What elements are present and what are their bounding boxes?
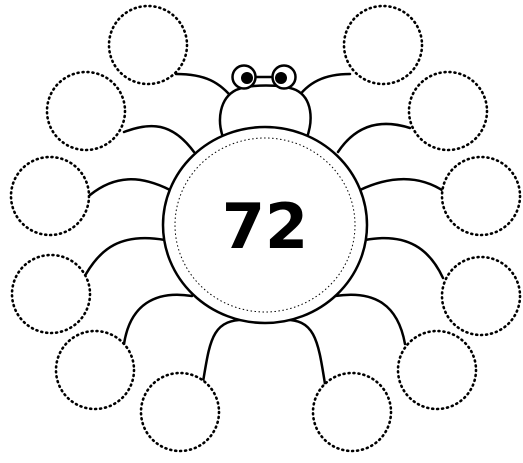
- leg-right-5: [335, 295, 405, 344]
- leg-left-4: [86, 238, 165, 274]
- leg-right-4: [365, 238, 443, 278]
- leg-right-2: [338, 124, 410, 152]
- answer-circle-right-3[interactable]: [442, 157, 520, 235]
- answer-circle-left-5[interactable]: [56, 331, 134, 409]
- answer-circle-left-1[interactable]: [109, 6, 187, 84]
- answer-circle-right-6[interactable]: [313, 373, 391, 451]
- leg-left-1: [176, 74, 234, 100]
- answer-circle-left-2[interactable]: [47, 72, 125, 150]
- answer-circle-left-6[interactable]: [141, 373, 219, 451]
- answer-circle-left-4[interactable]: [12, 255, 90, 333]
- answer-circle-right-5[interactable]: [398, 331, 476, 409]
- spider-body: 72: [163, 127, 367, 323]
- right-pupil: [275, 72, 287, 84]
- answer-circle-right-1[interactable]: [344, 6, 422, 84]
- leg-left-3: [90, 179, 170, 195]
- leg-right-3: [360, 179, 445, 192]
- leg-left-6: [203, 320, 248, 382]
- answer-circle-right-2[interactable]: [409, 72, 487, 150]
- answer-circle-right-4[interactable]: [442, 257, 520, 335]
- leg-left-5: [124, 295, 192, 344]
- leg-right-6: [282, 320, 325, 384]
- left-pupil: [241, 72, 253, 84]
- leg-left-2: [124, 126, 194, 152]
- center-number: 72: [222, 190, 308, 263]
- answer-circle-left-3[interactable]: [11, 157, 89, 235]
